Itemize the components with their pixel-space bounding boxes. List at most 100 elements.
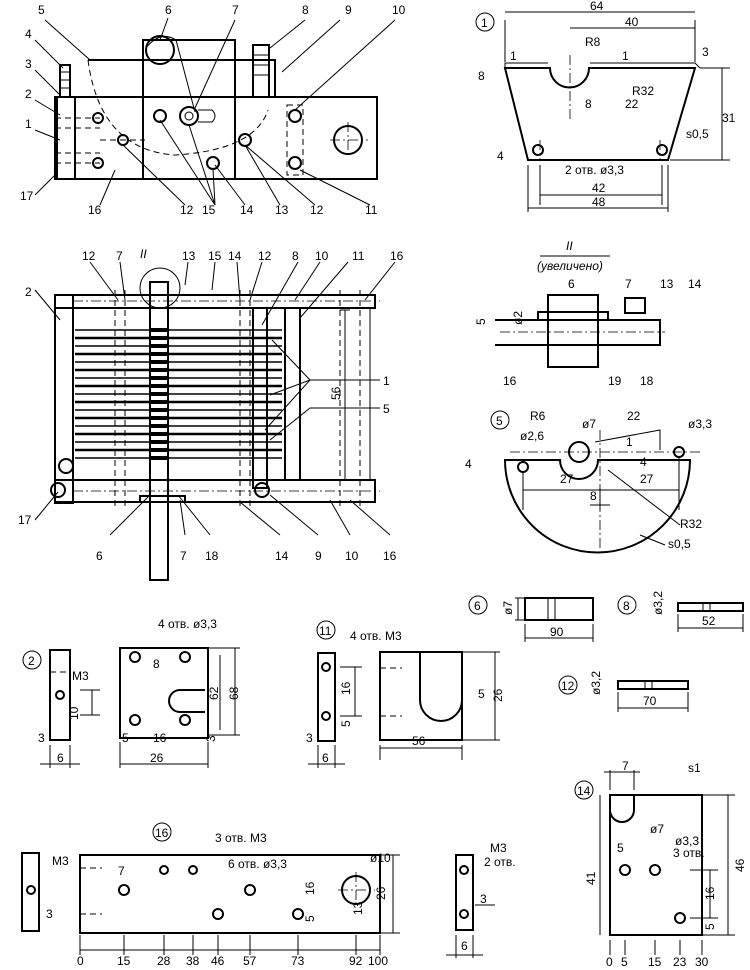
- svg-text:12: 12: [258, 249, 272, 263]
- svg-text:56: 56: [412, 734, 426, 748]
- svg-text:62: 62: [207, 686, 221, 700]
- spacer: [150, 416, 168, 420]
- svg-text:5: 5: [303, 915, 317, 922]
- stator-screw: [252, 307, 268, 489]
- svg-text:ø10: ø10: [370, 851, 391, 865]
- callout-14: 14: [240, 203, 254, 217]
- svg-text:12: 12: [82, 249, 96, 263]
- top-view: 5 6 7 8 9 10 4 3 2 1 17 16 12 15 14 13 1…: [20, 3, 406, 217]
- svg-text:26: 26: [150, 751, 164, 765]
- svg-text:5: 5: [478, 687, 485, 701]
- svg-text:3: 3: [204, 735, 218, 742]
- part-2-number: 2: [28, 654, 35, 668]
- svg-text:10: 10: [315, 249, 329, 263]
- svg-text:1: 1: [622, 49, 629, 63]
- svg-text:M3: M3: [72, 669, 89, 683]
- svg-text:16: 16: [303, 881, 317, 895]
- svg-text:52: 52: [702, 614, 716, 628]
- svg-text:8: 8: [292, 249, 299, 263]
- svg-text:22: 22: [625, 97, 639, 111]
- svg-text:42: 42: [592, 181, 606, 195]
- svg-text:3: 3: [46, 907, 53, 921]
- callout-2: 2: [25, 87, 32, 101]
- assembly-leaders: [34, 261, 396, 536]
- svg-text:14: 14: [688, 277, 702, 291]
- part-1-dim-40: 40: [625, 15, 639, 29]
- svg-text:1: 1: [510, 49, 517, 63]
- svg-text:4 отв. ø3,3: 4 отв. ø3,3: [158, 617, 217, 631]
- callout-12b: 12: [310, 203, 324, 217]
- spacer: [150, 360, 168, 364]
- frame-right-post: [284, 307, 301, 481]
- svg-text:41: 41: [584, 871, 598, 885]
- svg-text:s1: s1: [688, 761, 701, 775]
- detail-II: II (увеличено) 6 7 13 14 5 ø2 16 19 18: [474, 239, 702, 388]
- svg-text:8: 8: [623, 599, 630, 613]
- svg-text:5: 5: [474, 318, 488, 325]
- svg-text:68: 68: [227, 686, 241, 700]
- svg-text:18: 18: [205, 549, 219, 563]
- svg-text:R6: R6: [530, 409, 546, 423]
- part-2-drawing: 2 4 отв. ø3,3 M3 10 8 62 68 3 5 16 26 3 …: [22, 617, 241, 768]
- svg-text:5: 5: [339, 720, 353, 727]
- svg-text:M3: M3: [490, 841, 507, 855]
- svg-text:6: 6: [461, 939, 468, 953]
- part-11-drawing: 11 4 отв. M3 16 5 3 6 5 26 56: [306, 620, 505, 768]
- svg-text:ø2: ø2: [511, 311, 525, 325]
- part-5-outline: [503, 459, 692, 554]
- svg-text:ø3,2: ø3,2: [651, 591, 665, 615]
- part-1-dim-lines: [504, 11, 730, 212]
- callout-5: 5: [38, 3, 45, 17]
- callout-3: 3: [25, 57, 32, 71]
- shaft-circle: [145, 35, 175, 65]
- callout-9: 9: [345, 3, 352, 17]
- svg-text:5: 5: [617, 841, 624, 855]
- detail-II-title: II: [566, 239, 573, 253]
- spacer: [150, 384, 168, 388]
- svg-text:5: 5: [122, 731, 129, 745]
- svg-text:ø7: ø7: [501, 601, 515, 615]
- spacer: [150, 424, 168, 428]
- svg-text:13: 13: [660, 277, 674, 291]
- part-1-dim-R32: R32: [632, 84, 654, 98]
- svg-text:18: 18: [640, 374, 654, 388]
- part-8-drawing: 8 ø3,2 52: [617, 591, 744, 632]
- svg-text:ø3,2: ø3,2: [589, 671, 603, 695]
- part-5-drawing: 5 R6 ø7 22 ø3,3 ø2,6 4 4 1 27 27 8 R32 s…: [465, 409, 712, 554]
- svg-text:3 отв.: 3 отв.: [673, 846, 705, 860]
- svg-text:8: 8: [585, 97, 592, 111]
- spacer: [150, 368, 168, 372]
- svg-text:3 отв. M3: 3 отв. M3: [215, 831, 267, 845]
- svg-text:57: 57: [243, 954, 257, 968]
- svg-text:100: 100: [368, 954, 388, 968]
- svg-text:9: 9: [315, 549, 322, 563]
- part-11-number: 11: [319, 624, 332, 638]
- part-16-drawing: 16 M3 7 3 отв. M3 6 отв. ø3,3 ø10 3 16 1…: [21, 822, 400, 968]
- spacer: [150, 336, 168, 340]
- spacer: [150, 456, 168, 460]
- part-6-drawing: 6 ø7 90: [468, 595, 594, 642]
- part-14-number: 14: [577, 784, 591, 798]
- svg-text:70: 70: [643, 694, 657, 708]
- svg-text:4: 4: [497, 149, 504, 163]
- svg-text:46: 46: [211, 954, 225, 968]
- spacer: [150, 408, 168, 412]
- stator-plate-top: [88, 59, 276, 97]
- callout-12a: 12: [180, 203, 194, 217]
- svg-text:5: 5: [621, 955, 628, 969]
- part-1-dim-R8: R8: [585, 35, 601, 49]
- svg-text:ø3,3: ø3,3: [688, 417, 712, 431]
- svg-text:s0,5: s0,5: [668, 537, 691, 551]
- spacer: [150, 352, 168, 356]
- svg-text:14: 14: [228, 249, 242, 263]
- svg-text:6: 6: [568, 277, 575, 291]
- svg-text:3: 3: [702, 45, 709, 59]
- callout-8: 8: [302, 3, 309, 17]
- callout-11: 11: [365, 203, 378, 217]
- screw-4: [59, 64, 71, 98]
- svg-text:14: 14: [275, 549, 289, 563]
- svg-text:s0,5: s0,5: [686, 127, 709, 141]
- screw-8: [252, 44, 270, 98]
